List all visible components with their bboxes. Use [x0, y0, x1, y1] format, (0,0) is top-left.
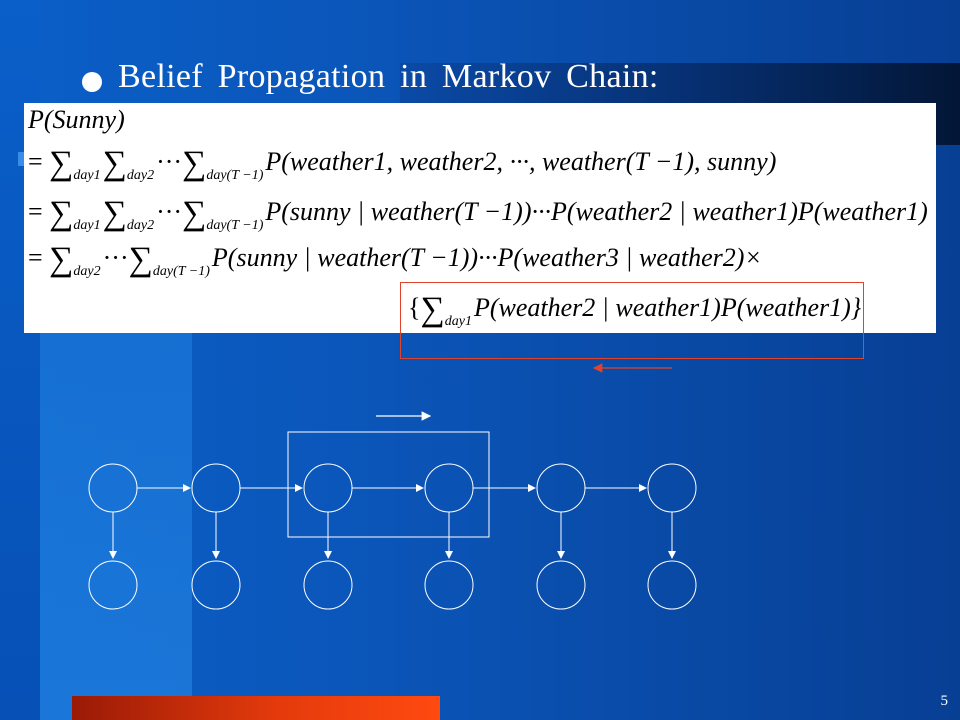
sum-symbol: ∑	[128, 241, 153, 278]
sum-subscript: day(T −1)	[152, 264, 210, 279]
hidden-node-4	[424, 463, 474, 513]
sum-symbol: ∑	[102, 195, 127, 232]
sum-symbol: ∑	[49, 145, 74, 182]
observed-node-1	[88, 560, 138, 610]
sum-subscript: day2	[126, 168, 155, 183]
ellipsis: ···	[156, 197, 183, 226]
ellipsis: ···	[102, 243, 129, 272]
formula-line-3: = ∑day2···∑day(T −1)P(sunny | weather(T …	[28, 237, 762, 279]
open-brace: {	[408, 293, 421, 322]
bullet-dot	[82, 72, 102, 92]
equals-sign: =	[28, 197, 50, 226]
observed-node-2	[191, 560, 241, 610]
observed-node-6	[647, 560, 697, 610]
bottom-accent-bar	[72, 696, 440, 720]
sum-subscript: day1	[444, 314, 472, 329]
formula-line-0: P(Sunny)	[28, 105, 125, 134]
sum-subscript: day1	[73, 168, 101, 183]
sum-subscript: day2	[73, 264, 101, 279]
formula-line-2: = ∑day1∑day2···∑day(T −1)P(sunny | weath…	[28, 191, 928, 233]
sum-subscript: day1	[73, 218, 101, 233]
page-number: 5	[940, 693, 949, 709]
sum-subscript: day(T −1)	[206, 168, 264, 183]
formula-panel: P(Sunny) = ∑day1∑day2···∑day(T −1)P(weat…	[24, 103, 936, 333]
sum-symbol: ∑	[420, 291, 445, 328]
left-column-stripe	[40, 330, 192, 720]
sum-symbol: ∑	[102, 145, 127, 182]
hidden-node-3	[303, 463, 353, 513]
observed-node-4	[424, 560, 474, 610]
window-rectangle	[287, 431, 490, 538]
slide-heading: Belief Propagation in Markov Chain:	[118, 58, 659, 95]
decor-square	[18, 152, 26, 166]
formula-body: P(sunny | weather(T −1))···P(weather3 | …	[211, 243, 762, 272]
formula-line-1: = ∑day1∑day2···∑day(T −1)P(weather1, wea…	[28, 141, 777, 183]
formula-line-4: {∑day1P(weather2 | weather1)P(weather1)}	[408, 287, 862, 329]
equals-sign: =	[28, 147, 50, 176]
sum-symbol: ∑	[49, 195, 74, 232]
formula-body: P(weather1, weather2, ···, weather(T −1)…	[265, 147, 777, 176]
ellipsis: ···	[156, 147, 183, 176]
equals-sign: =	[28, 243, 50, 272]
hidden-node-1	[88, 463, 138, 513]
observed-node-3	[303, 560, 353, 610]
hidden-node-5	[536, 463, 586, 513]
formula-body: P(sunny | weather(T −1))···P(weather2 | …	[265, 197, 928, 226]
highlight-box	[400, 282, 864, 359]
sum-symbol: ∑	[182, 145, 207, 182]
hidden-node-6	[647, 463, 697, 513]
sum-symbol: ∑	[182, 195, 207, 232]
observed-node-5	[536, 560, 586, 610]
hidden-node-2	[191, 463, 241, 513]
sum-subscript: day(T −1)	[206, 218, 264, 233]
formula-body: P(weather2 | weather1)P(weather1)}	[473, 293, 862, 322]
sum-symbol: ∑	[49, 241, 74, 278]
sum-subscript: day2	[126, 218, 155, 233]
